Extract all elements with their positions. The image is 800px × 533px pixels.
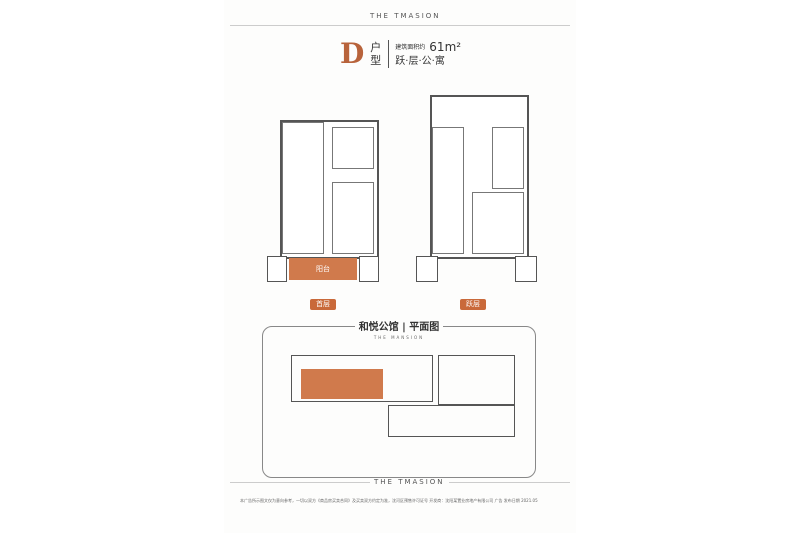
brand-footer: THE TMASION <box>370 478 449 486</box>
wall <box>267 256 287 282</box>
unit-type-label-text: 户型 <box>370 41 382 67</box>
unit-info: 建筑面积约 61m² 跃·层·公·寓 <box>395 40 461 68</box>
wall <box>359 256 379 282</box>
balcony: 阳台 <box>289 258 357 280</box>
brand-header: THE TMASION <box>370 12 441 20</box>
area-label: 建筑面积约 <box>395 43 426 51</box>
unit-header: D 户型 建筑面积约 61m² 跃·层·公·寓 <box>340 38 461 70</box>
wall <box>515 256 537 282</box>
highlighted-units <box>301 369 383 399</box>
site-title: 和悦公馆 | 平面图 <box>354 322 444 333</box>
site-title-wrap: 和悦公馆 | 平面图 <box>263 319 535 334</box>
site-subtitle: THE MANSION <box>373 335 425 340</box>
separator <box>388 40 390 68</box>
upper-floor-plan <box>430 95 529 259</box>
unit-subtitle: 跃·层·公·寓 <box>395 56 445 67</box>
unit-type-label: 户型 <box>370 41 382 67</box>
area-value: 61m² <box>429 40 462 54</box>
unit-letter: D <box>340 37 365 70</box>
site-plan: 和悦公馆 | 平面图 THE MANSION <box>262 322 536 478</box>
area-row: 建筑面积约 61m² <box>395 40 461 54</box>
ground-floor-plan <box>280 120 379 259</box>
divider <box>230 25 570 26</box>
upper-floor-label: 跃层 <box>460 299 486 310</box>
ground-floor-label: 首层 <box>310 299 336 310</box>
disclaimer: 本广告所示图文仅为意向参考，一切以双方《商品房买卖合同》及买卖双方约定为准，沈河… <box>240 498 538 503</box>
wall <box>416 256 438 282</box>
